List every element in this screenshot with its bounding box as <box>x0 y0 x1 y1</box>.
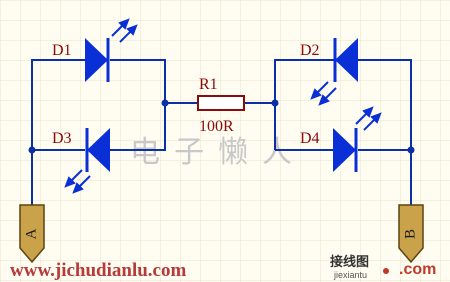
resistor-r1 <box>197 95 245 111</box>
emission-arrows-icon <box>111 18 138 43</box>
diode-d2 <box>310 38 358 106</box>
emission-arrows-icon <box>355 106 382 131</box>
watermark-site-cn: 接线图 <box>330 254 369 270</box>
terminal-b-label: B <box>402 229 418 239</box>
junctions <box>28 99 415 154</box>
junction-dot <box>161 99 169 107</box>
watermark-site-en: jiexiantu <box>333 270 367 280</box>
watermark-chinese: 电子懒人 <box>130 135 306 170</box>
wire-right-inner-upper <box>274 59 334 150</box>
terminal-a-label: A <box>23 228 39 239</box>
watermark-url: www.jichudianlu.com <box>10 260 186 281</box>
junction-dot <box>28 146 36 154</box>
label-d3: D3 <box>52 130 72 147</box>
label-d2: D2 <box>300 42 320 59</box>
watermark-dot-icon <box>383 268 389 274</box>
terminal-b: B <box>398 204 424 264</box>
terminal-a: A <box>19 204 45 264</box>
emission-arrows-icon <box>310 81 337 106</box>
label-r1: R1 <box>199 76 218 93</box>
wire-left-outer <box>31 59 85 205</box>
label-d4: D4 <box>300 130 320 147</box>
watermark-site-com: .com <box>399 261 436 278</box>
diode-d1 <box>85 18 138 82</box>
diode-d4 <box>333 106 382 172</box>
junction-dot <box>271 99 279 107</box>
diode-d3 <box>64 128 110 194</box>
wire-right-outer <box>358 59 412 205</box>
junction-dot <box>407 146 415 154</box>
label-r1-value: 100R <box>199 118 234 135</box>
emission-arrows-icon <box>64 169 91 194</box>
label-d1: D1 <box>52 42 72 59</box>
